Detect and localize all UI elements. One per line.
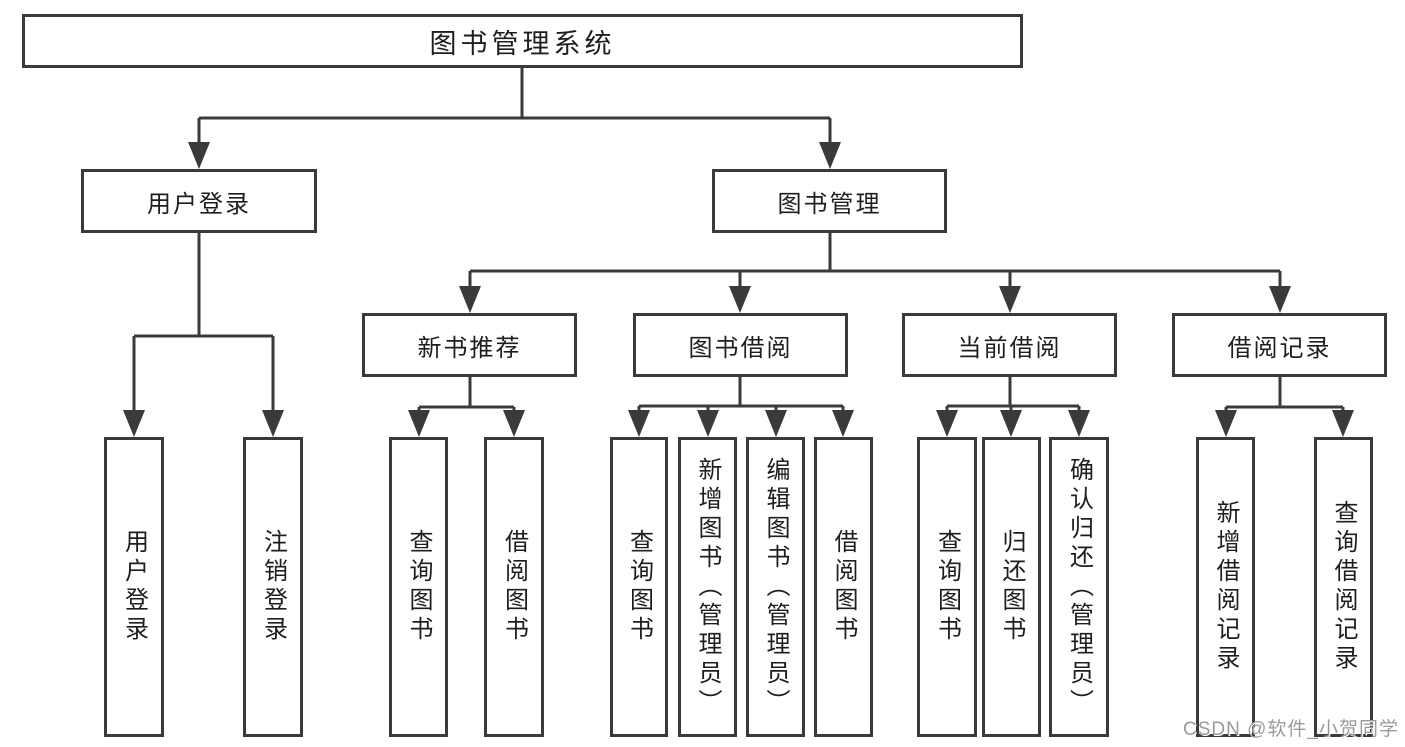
leaf-label: 借阅图书 bbox=[500, 529, 528, 645]
arrow-down-icon bbox=[262, 410, 284, 437]
node-book-management: 图书管理 bbox=[712, 169, 947, 233]
node-user-login: 用户登录 bbox=[81, 169, 317, 233]
leaf-user-login: 用户登录 bbox=[104, 437, 164, 737]
arrow-down-icon bbox=[1068, 410, 1090, 437]
leaf-label: 注销登录 bbox=[259, 529, 287, 645]
leaf-label: 借阅图书 bbox=[830, 529, 857, 645]
node-borrow-records: 借阅记录 bbox=[1172, 313, 1387, 377]
leaf-label: 查询图书 bbox=[625, 529, 653, 645]
arrow-down-icon bbox=[729, 286, 751, 313]
arrow-down-icon bbox=[1332, 410, 1354, 437]
leaf-query-books-current: 查询图书 bbox=[917, 437, 977, 737]
leaf-label: 用户登录 bbox=[120, 529, 148, 645]
arrow-down-icon bbox=[628, 410, 650, 437]
arrow-down-icon bbox=[503, 410, 525, 437]
leaf-label: 查询借阅记录 bbox=[1330, 500, 1357, 674]
leaf-edit-books-admin: 编辑图书（管理员） bbox=[746, 437, 805, 737]
arrow-down-icon bbox=[765, 410, 787, 437]
leaf-logout: 注销登录 bbox=[243, 437, 303, 737]
arrow-down-icon bbox=[1215, 410, 1237, 437]
node-new-book-recommend: 新书推荐 bbox=[362, 313, 577, 377]
node-book-borrow: 图书借阅 bbox=[633, 313, 848, 377]
leaf-query-books-borrow: 查询图书 bbox=[610, 437, 668, 737]
leaf-confirm-return-admin: 确认归还（管理员） bbox=[1049, 437, 1109, 737]
leaf-borrow-books-recommend: 借阅图书 bbox=[484, 437, 544, 737]
arrow-down-icon bbox=[936, 410, 958, 437]
arrow-down-icon bbox=[1000, 410, 1022, 437]
leaf-add-borrow-record: 新增借阅记录 bbox=[1196, 437, 1255, 737]
arrow-down-icon bbox=[819, 142, 841, 169]
leaf-query-books-recommend: 查询图书 bbox=[389, 437, 448, 737]
leaf-return-books: 归还图书 bbox=[982, 437, 1041, 737]
leaf-label: 确认归还（管理员） bbox=[1065, 456, 1093, 718]
node-current-borrow: 当前借阅 bbox=[902, 313, 1117, 377]
arrow-down-icon bbox=[188, 142, 210, 169]
leaf-label: 查询图书 bbox=[933, 529, 961, 645]
leaf-add-books-admin: 新增图书（管理员） bbox=[678, 437, 737, 737]
arrow-down-icon bbox=[123, 410, 145, 437]
leaf-label: 编辑图书（管理员） bbox=[762, 456, 789, 718]
leaf-label: 新增借阅记录 bbox=[1212, 500, 1239, 674]
leaf-label: 查询图书 bbox=[405, 529, 432, 645]
leaf-label: 归还图书 bbox=[998, 529, 1025, 645]
csdn-watermark: CSDN @软件_小贺同学 bbox=[1183, 719, 1399, 740]
arrow-down-icon bbox=[459, 286, 481, 313]
arrow-down-icon bbox=[1269, 286, 1291, 313]
leaf-label: 新增图书（管理员） bbox=[694, 456, 721, 718]
arrow-down-icon bbox=[999, 286, 1021, 313]
arrow-down-icon bbox=[408, 410, 430, 437]
node-library-management-system: 图书管理系统 bbox=[22, 14, 1023, 68]
leaf-query-borrow-record: 查询借阅记录 bbox=[1314, 437, 1373, 737]
arrow-down-icon bbox=[832, 410, 854, 437]
leaf-borrow-books: 借阅图书 bbox=[814, 437, 873, 737]
arrow-down-icon bbox=[697, 410, 719, 437]
